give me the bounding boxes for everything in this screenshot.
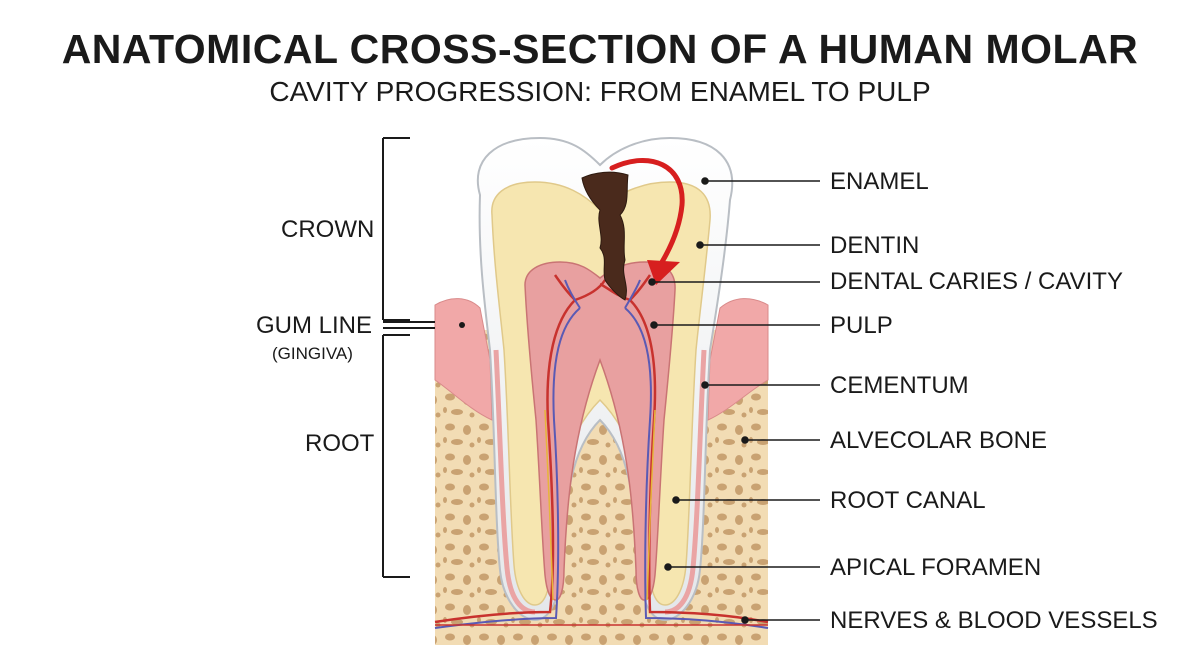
dental-caries: [581, 171, 629, 301]
page-title: ANATOMICAL CROSS-SECTION OF A HUMAN MOLA…: [61, 26, 1139, 72]
label-cementum: CEMENTUM: [830, 372, 969, 399]
label-dentin: DENTIN: [830, 232, 920, 259]
pulp-chamber: [524, 261, 676, 601]
label-alveolar-bone: ALVECOLAR BONE: [830, 427, 1047, 454]
gum-right: [707, 298, 769, 421]
page-subtitle: CAVITY PROGRESSION: FROM ENAMEL TO PULP: [269, 76, 931, 107]
label-nerves: NERVES & BLOOD VESSELS: [830, 607, 1158, 634]
progression-arrow-head: [647, 260, 680, 285]
crown-bracket: [382, 137, 410, 321]
gum-left: [434, 298, 493, 421]
cementum: [493, 349, 707, 615]
leader-lines: [648, 177, 820, 624]
gum-line-marker: [383, 321, 435, 329]
label-gum-line: GUM LINE: [256, 312, 373, 339]
label-enamel: ENAMEL: [830, 168, 929, 195]
label-apical-foramen: APICAL FORAMEN: [830, 554, 1042, 581]
gum-leader-dot: [459, 322, 465, 328]
root-bracket: [382, 334, 410, 578]
label-pulp: PULP: [830, 312, 893, 339]
label-root: ROOT: [305, 430, 375, 457]
label-crown: CROWN: [281, 216, 375, 243]
nerve: [544, 409, 656, 601]
vein: [434, 279, 769, 629]
label-gingiva: (GINGIVA): [272, 344, 353, 363]
label-caries: DENTAL CARIES / CAVITY: [830, 268, 1123, 295]
label-root-canal: ROOT CANAL: [830, 487, 986, 514]
progression-arrow: [609, 157, 685, 265]
